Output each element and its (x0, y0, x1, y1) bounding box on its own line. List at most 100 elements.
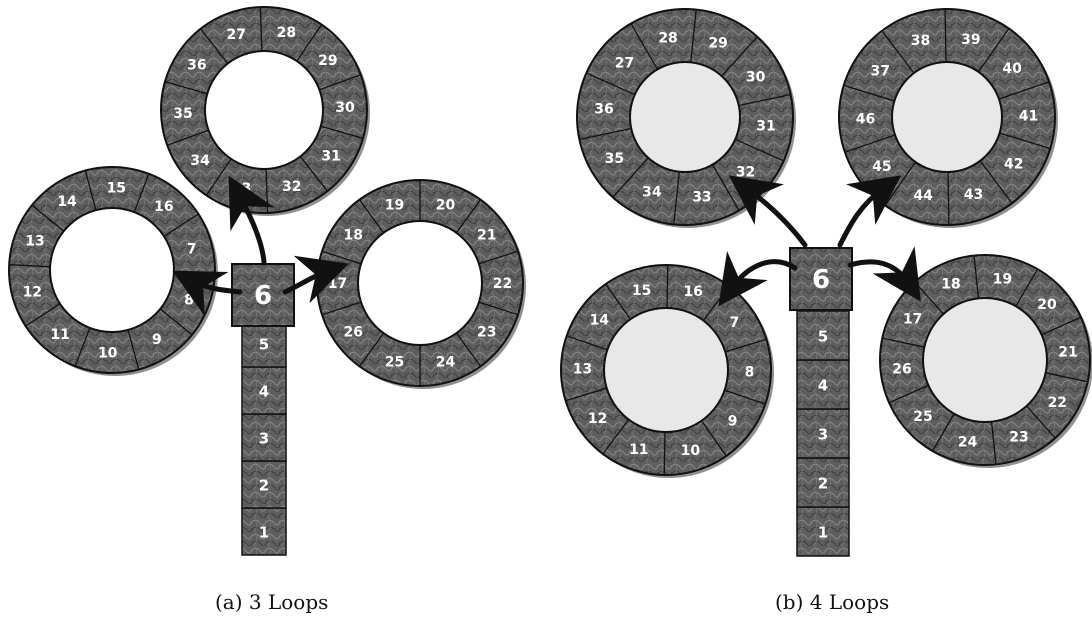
arrow (282, 255, 349, 304)
segment-label: 35 (173, 106, 192, 122)
segment-label: 44 (913, 188, 933, 204)
segment-label: 38 (911, 33, 930, 49)
segment-label: 32 (736, 165, 755, 181)
segment-label: 19 (993, 271, 1012, 287)
stem-cell-label: 4 (818, 377, 828, 395)
segment-label: 46 (856, 111, 875, 127)
segment-label: 26 (344, 324, 363, 340)
segment-label: 35 (605, 151, 624, 167)
stem-cell (241, 319, 287, 368)
segment-label: 30 (335, 100, 355, 116)
hub-cell (789, 247, 853, 311)
segment-label: 14 (590, 313, 610, 329)
stem-cell-label: 1 (818, 524, 828, 542)
segment-label: 17 (328, 276, 347, 292)
segment-label: 21 (477, 228, 496, 244)
segment-label: 34 (190, 153, 210, 169)
segment-label: 14 (57, 194, 77, 210)
hub: 6 (789, 247, 853, 311)
arrow (228, 175, 275, 265)
segment-label: 40 (1002, 61, 1022, 77)
loop-outer-rim (560, 264, 772, 476)
segment-label: 42 (1004, 157, 1023, 173)
arrows (172, 175, 349, 317)
segment-label: 8 (745, 364, 755, 380)
segment-label: 21 (1058, 344, 1077, 360)
loop-hole (891, 61, 1003, 173)
stem-cell-label: 5 (259, 336, 269, 354)
segment-label: 13 (25, 233, 44, 249)
stem-cell (796, 408, 850, 459)
segment-label: 9 (728, 413, 738, 429)
hub: 6 (231, 263, 295, 327)
loop-hole (357, 220, 483, 346)
segment-label: 25 (385, 354, 404, 370)
segment-label: 17 (903, 311, 922, 327)
segment-label: 19 (385, 198, 404, 214)
loop-hole (603, 307, 729, 433)
loop-hole (629, 61, 741, 173)
segment-label: 13 (573, 362, 592, 378)
segment-label: 18 (344, 228, 363, 244)
segment-label: 25 (913, 409, 932, 425)
stem-cell-label: 3 (818, 426, 828, 444)
segment-label: 27 (615, 55, 634, 71)
segment-label: 27 (227, 27, 246, 43)
arrow (847, 246, 921, 302)
segment-label: 36 (187, 58, 206, 74)
segment-label: 26 (892, 362, 911, 378)
loop-outer-rim (8, 166, 216, 374)
segment-label: 22 (1048, 395, 1067, 411)
stem: 1 2 3 4 5 (796, 310, 850, 557)
loop-hole (49, 207, 175, 333)
segment-label: 9 (152, 332, 162, 348)
segment-label: 20 (436, 198, 456, 214)
stem-cell (796, 506, 850, 557)
caption-4-loops: (b) 4 Loops (775, 590, 890, 614)
segment-label: 29 (708, 36, 727, 52)
segment-label: 8 (184, 293, 194, 309)
stem-cell (796, 457, 850, 508)
segment-label: 11 (629, 442, 648, 458)
stem-cell-label: 5 (818, 328, 828, 346)
segment-label: 31 (756, 119, 775, 135)
segment-label: 12 (588, 411, 607, 427)
segment-label: 32 (282, 179, 301, 195)
stem-cell (796, 310, 850, 361)
arrow (718, 251, 798, 307)
stem-cell-label: 4 (259, 383, 269, 401)
segment-label: 16 (154, 199, 173, 215)
segment-label: 24 (958, 435, 978, 451)
segment-label: 23 (1009, 429, 1028, 445)
hub-label: 6 (254, 281, 272, 311)
segment-label: 39 (961, 32, 980, 48)
segment-label: 15 (107, 181, 126, 197)
segment-label: 36 (594, 101, 613, 117)
arrow (172, 270, 243, 317)
segment-label: 28 (658, 30, 677, 46)
segment-label: 22 (493, 276, 512, 292)
segment-label: 43 (964, 187, 983, 203)
stem-cell-label: 2 (259, 477, 269, 495)
segment-label: 33 (692, 190, 711, 206)
stem-cell (796, 359, 850, 410)
segment-label: 37 (870, 63, 889, 79)
arrow (837, 175, 902, 248)
segment-label: 23 (477, 324, 496, 340)
loop-outer-rim (838, 8, 1056, 226)
stem-cell-label: 2 (818, 475, 828, 493)
loop-hole (922, 297, 1048, 423)
hub-label: 6 (812, 265, 830, 295)
segment-label: 10 (98, 345, 118, 361)
arrow (728, 175, 808, 248)
segment-label: 7 (730, 315, 740, 331)
